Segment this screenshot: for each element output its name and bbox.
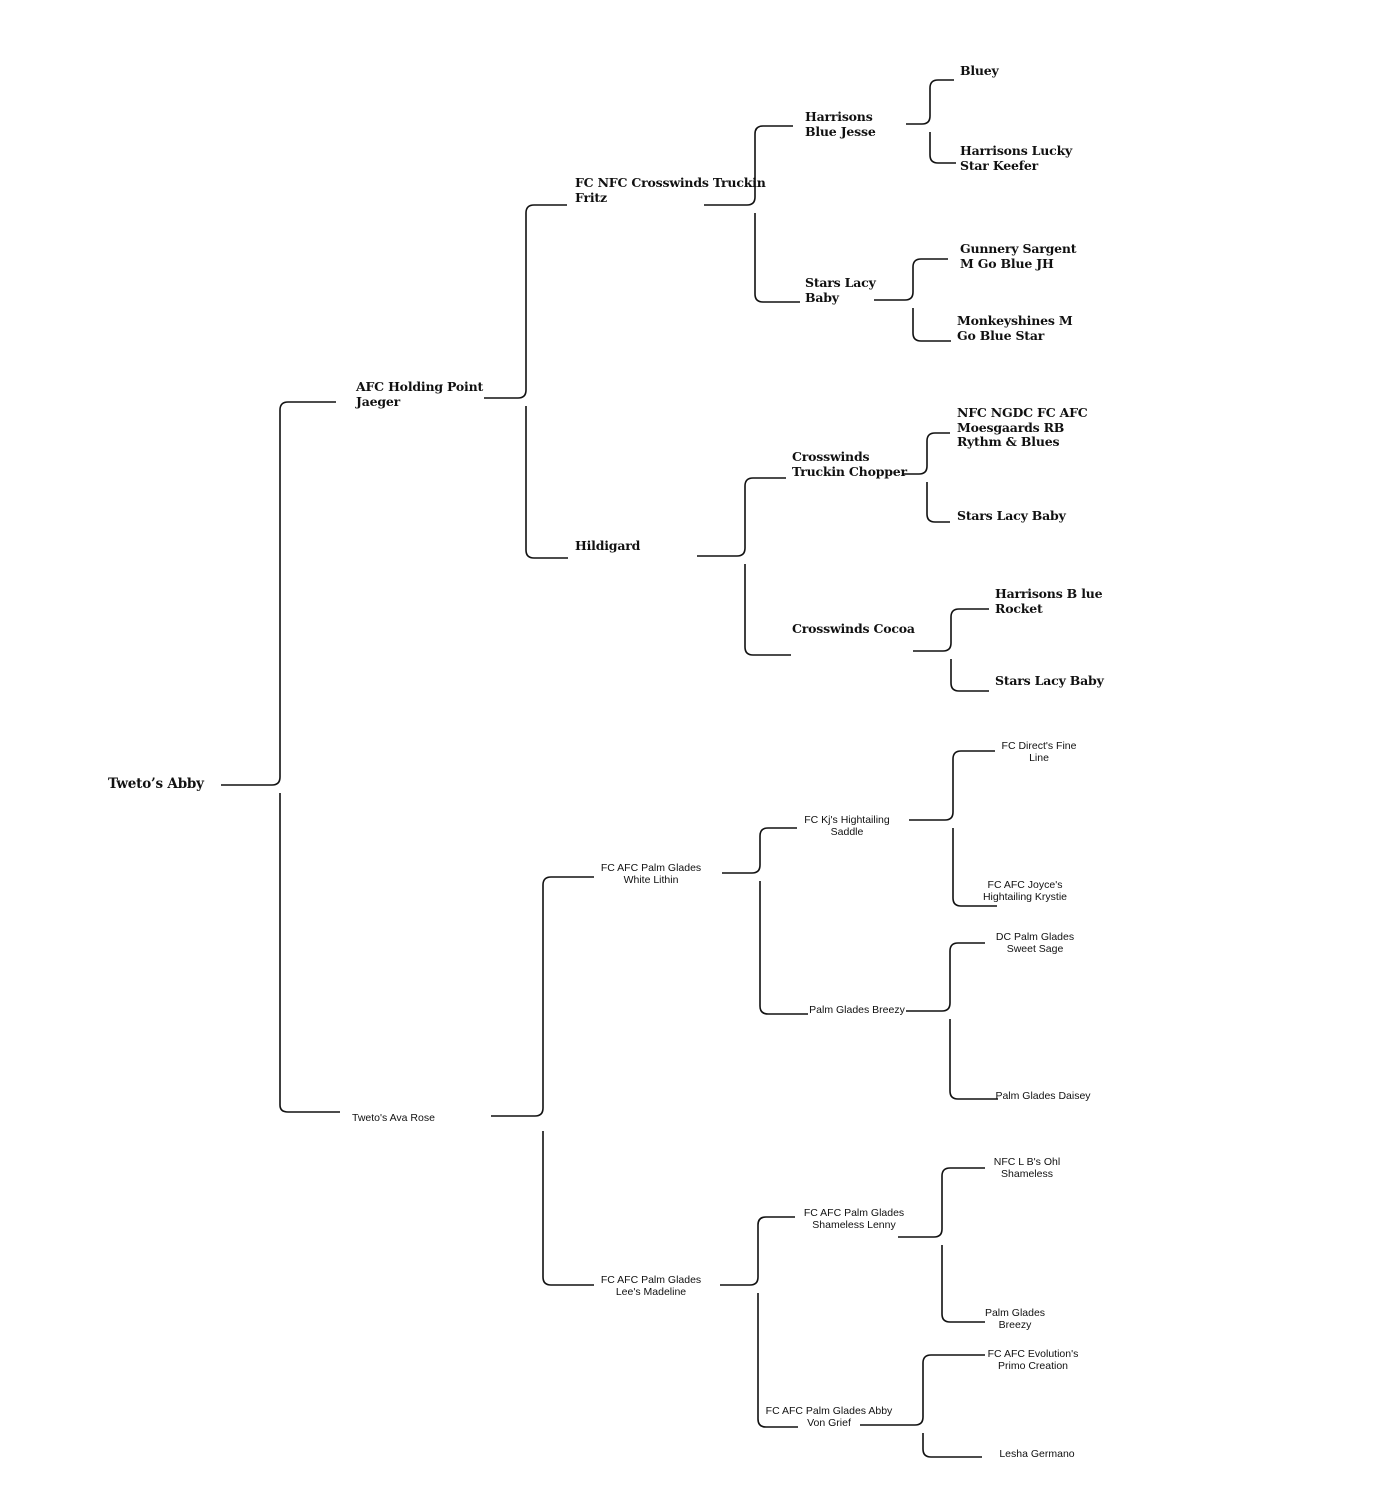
bracket-palm-glades-abby-von-grief <box>860 1354 985 1458</box>
bracket-kjs-hightailing-saddle <box>909 750 997 907</box>
bracket-palm-glades-breezy <box>906 942 998 1100</box>
great-grandsire-3-name: FC Kj's Hightailing Saddle <box>804 814 890 839</box>
gen4-name-3: Gunnery Sargent M Go Blue JH <box>960 241 1077 271</box>
paternal-grandsire-name: FC NFC Crosswinds Truckin Fritz <box>575 175 766 205</box>
dam-name: Tweto's Ava Rose <box>352 1112 435 1124</box>
bracket-crosswinds-truckin-chopper <box>902 432 950 523</box>
gen4-name-12: Palm Glades Daisey <box>995 1090 1091 1102</box>
gen4-name-7: Harrisons B lue Rocket <box>995 586 1103 616</box>
great-granddam-2-name: Crosswinds Cocoa <box>792 621 915 636</box>
paternal-granddam-name: Hildigard <box>575 538 641 553</box>
gen4-name-11: DC Palm Glades Sweet Sage <box>995 931 1075 956</box>
great-grandsire-4-name: FC AFC Palm Glades Shameless Lenny <box>803 1207 905 1232</box>
bracket-palm-glades-lees-madeline <box>720 1216 798 1428</box>
dog-name-tweto-abby: Tweto’s Abby <box>108 776 204 792</box>
gen4-name-9: FC Direct's Fine Line <box>1001 740 1077 765</box>
bracket-harrisons-blue-jesse <box>906 79 956 164</box>
gen4-name-2: Harrisons Lucky Star Keefer <box>960 143 1073 173</box>
great-grandsire-1-name: Harrisons Blue Jesse <box>805 109 876 139</box>
great-grandsire-2-name: Crosswinds Truckin Chopper <box>792 449 907 479</box>
bracket-palm-glades-white-lithin <box>722 827 808 1015</box>
great-granddam-4-name: FC AFC Palm Glades Abby Von Grief <box>765 1405 893 1430</box>
gen4-name-4: Monkeyshines M Go Blue Star <box>957 313 1073 343</box>
gen4-name-6: Stars Lacy Baby <box>957 508 1066 523</box>
great-granddam-3-name: Palm Glades Breezy <box>809 1004 905 1016</box>
maternal-grandsire-name: FC AFC Palm Glades White Lithin <box>600 862 702 887</box>
bracket-afc-holding-point-jaeger <box>484 204 568 559</box>
bracket-root <box>221 401 340 1113</box>
bracket-palm-glades-shameless-lenny <box>898 1167 985 1323</box>
bracket-stars-lacy-baby <box>874 258 951 342</box>
maternal-granddam-name: FC AFC Palm Glades Lee's Madeline <box>600 1274 702 1299</box>
gen4-name-13: NFC L B's Ohl Shameless <box>993 1156 1061 1181</box>
gen4-name-5: NFC NGDC FC AFC Moesgaards RB Rythm & Bl… <box>957 405 1088 449</box>
bracket-crosswinds-truckin-fritz <box>704 125 800 303</box>
bracket-crosswinds-cocoa <box>913 608 989 692</box>
great-granddam-1-name: Stars Lacy Baby <box>805 275 876 305</box>
gen4-name-10: FC AFC Joyce's Hightailing Krystie <box>982 879 1068 904</box>
bracket-twetos-ava-rose <box>491 876 594 1286</box>
gen4-name-16: Lesha Germano <box>999 1448 1075 1460</box>
bracket-hildigard <box>697 477 791 656</box>
gen4-name-14: Palm Glades Breezy <box>984 1307 1046 1332</box>
gen4-name-15: FC AFC Evolution's Primo Creation <box>987 1348 1079 1373</box>
gen4-name-1: Bluey <box>960 63 999 78</box>
sire-name: AFC Holding Point Jaeger <box>356 379 484 409</box>
gen4-name-8: Stars Lacy Baby <box>995 673 1104 688</box>
